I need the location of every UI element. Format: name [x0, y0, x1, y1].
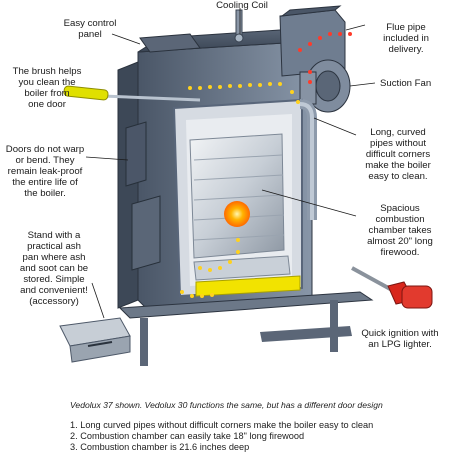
note-item: 2. Combustion chamber can easily take 18… [70, 431, 305, 441]
cleaning-brush [63, 85, 201, 102]
boiler-doors [125, 121, 161, 271]
label-curved-pipes: Long, curved pipes without difficult cor… [365, 127, 431, 182]
flame-path [180, 82, 300, 298]
yellow-strip [195, 275, 301, 297]
lpg-lighter [351, 266, 433, 309]
note-item: 1. Long curved pipes without difficult c… [70, 420, 374, 430]
label-ash-pan: Stand with a practical ash pan where ash… [19, 230, 89, 307]
figure-caption: Vedolux 37 shown. Vedolux 30 functions t… [70, 400, 383, 410]
suction-fan [299, 59, 351, 113]
label-doors: Doors do not warp or bend. They remain l… [5, 144, 85, 199]
label-cooling-coil: Cooling Coil [216, 0, 268, 11]
label-brush: The brush helps you clean the boiler fro… [12, 66, 82, 110]
label-easy-control-panel: Easy control panel [63, 18, 117, 40]
cooling-coil [234, 9, 244, 43]
label-ignition: Quick ignition with an LPG lighter. [361, 328, 439, 350]
stand [118, 291, 374, 366]
flue-pipe [279, 5, 346, 77]
flue-flow [298, 32, 352, 84]
note-item: 3. Combustion chamber is 21.6 inches dee… [70, 442, 250, 452]
curved-pipe [299, 99, 317, 220]
ash-pan [59, 317, 131, 363]
label-suction-fan: Suction Fan [380, 78, 432, 89]
leader-lines [85, 8, 376, 319]
label-combustion-chamber: Spacious combustion chamber takes almost… [367, 203, 433, 258]
label-flue-pipe: Flue pipe included in delivery. [383, 22, 429, 55]
ash-grate [193, 255, 301, 297]
feature-notes: 1. Long curved pipes without difficult c… [70, 420, 440, 453]
control-panel [139, 33, 201, 53]
fire-glow [224, 201, 250, 227]
